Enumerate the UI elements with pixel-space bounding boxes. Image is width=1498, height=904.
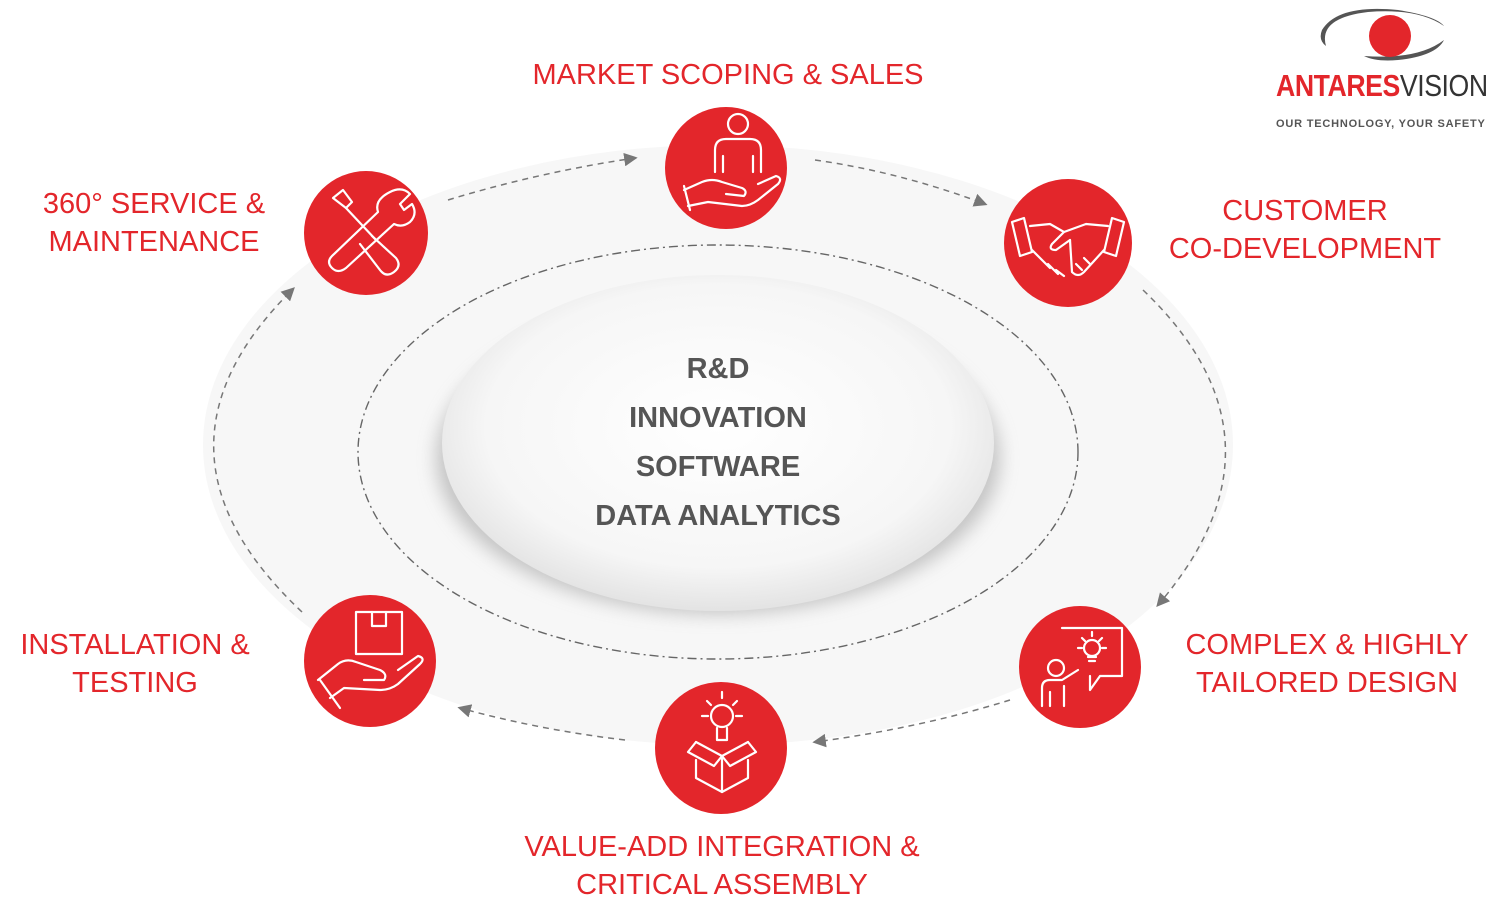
arrow-customer-to-design <box>1142 289 1227 608</box>
brand-swoosh-icon <box>1320 8 1444 61</box>
core-line-innovation: INNOVATION <box>629 402 807 434</box>
core-line-software: SOFTWARE <box>635 451 801 483</box>
stage-label-integration-assembly: VALUE-ADD INTEGRATION & CRITICAL ASSEMBL… <box>524 831 920 901</box>
core-line-rd: R&D <box>686 353 750 385</box>
wrench-screwdriver-icon <box>327 188 416 276</box>
inner-orbit <box>357 244 1079 660</box>
stage-label-tailored-design: COMPLEX & HIGHLY TAILORED DESIGN <box>1185 629 1469 699</box>
cycle-arrows <box>212 152 1227 748</box>
brand-tagline: OUR TECHNOLOGY, YOUR SAFETY <box>1276 118 1486 130</box>
arrow-installation-to-service <box>212 287 303 613</box>
handshake-icon <box>1010 216 1126 278</box>
stage-label-customer-codevelopment: CUSTOMER CO-DEVELOPMENT <box>1168 195 1442 265</box>
stage-service-maintenance <box>304 171 428 295</box>
presenter-idea-icon <box>1040 626 1124 708</box>
core-focus-areas: R&D INNOVATION SOFTWARE DATA ANALYTICS <box>518 345 918 541</box>
lightbulb-box-icon <box>686 690 758 794</box>
stage-label-service-maintenance: 360° SERVICE & MAINTENANCE <box>42 188 266 258</box>
core-line-data-analytics: DATA ANALYTICS <box>595 500 841 532</box>
stage-installation-testing <box>304 595 436 727</box>
arrow-market-to-customer <box>814 159 988 207</box>
stage-tailored-design <box>1019 606 1141 728</box>
package-in-hand-icon <box>316 610 424 710</box>
core-ellipse <box>442 275 994 611</box>
brand-logo: ANTARESVISION OUR TECHNOLOGY, YOUR SAFET… <box>1268 0 1498 140</box>
arrow-design-to-integration <box>812 699 1011 748</box>
stage-label-market-scoping: MARKET SCOPING & SALES <box>532 59 924 91</box>
stage-market-scoping <box>665 107 787 229</box>
stage-integration-assembly <box>655 682 787 814</box>
arrow-service-to-market <box>447 152 638 201</box>
person-in-hand-icon <box>682 112 782 212</box>
brand-name: ANTARESVISION <box>1276 68 1488 103</box>
stage-label-installation-testing: INSTALLATION & TESTING <box>20 629 250 699</box>
stage-customer-codevelopment <box>1004 179 1132 307</box>
